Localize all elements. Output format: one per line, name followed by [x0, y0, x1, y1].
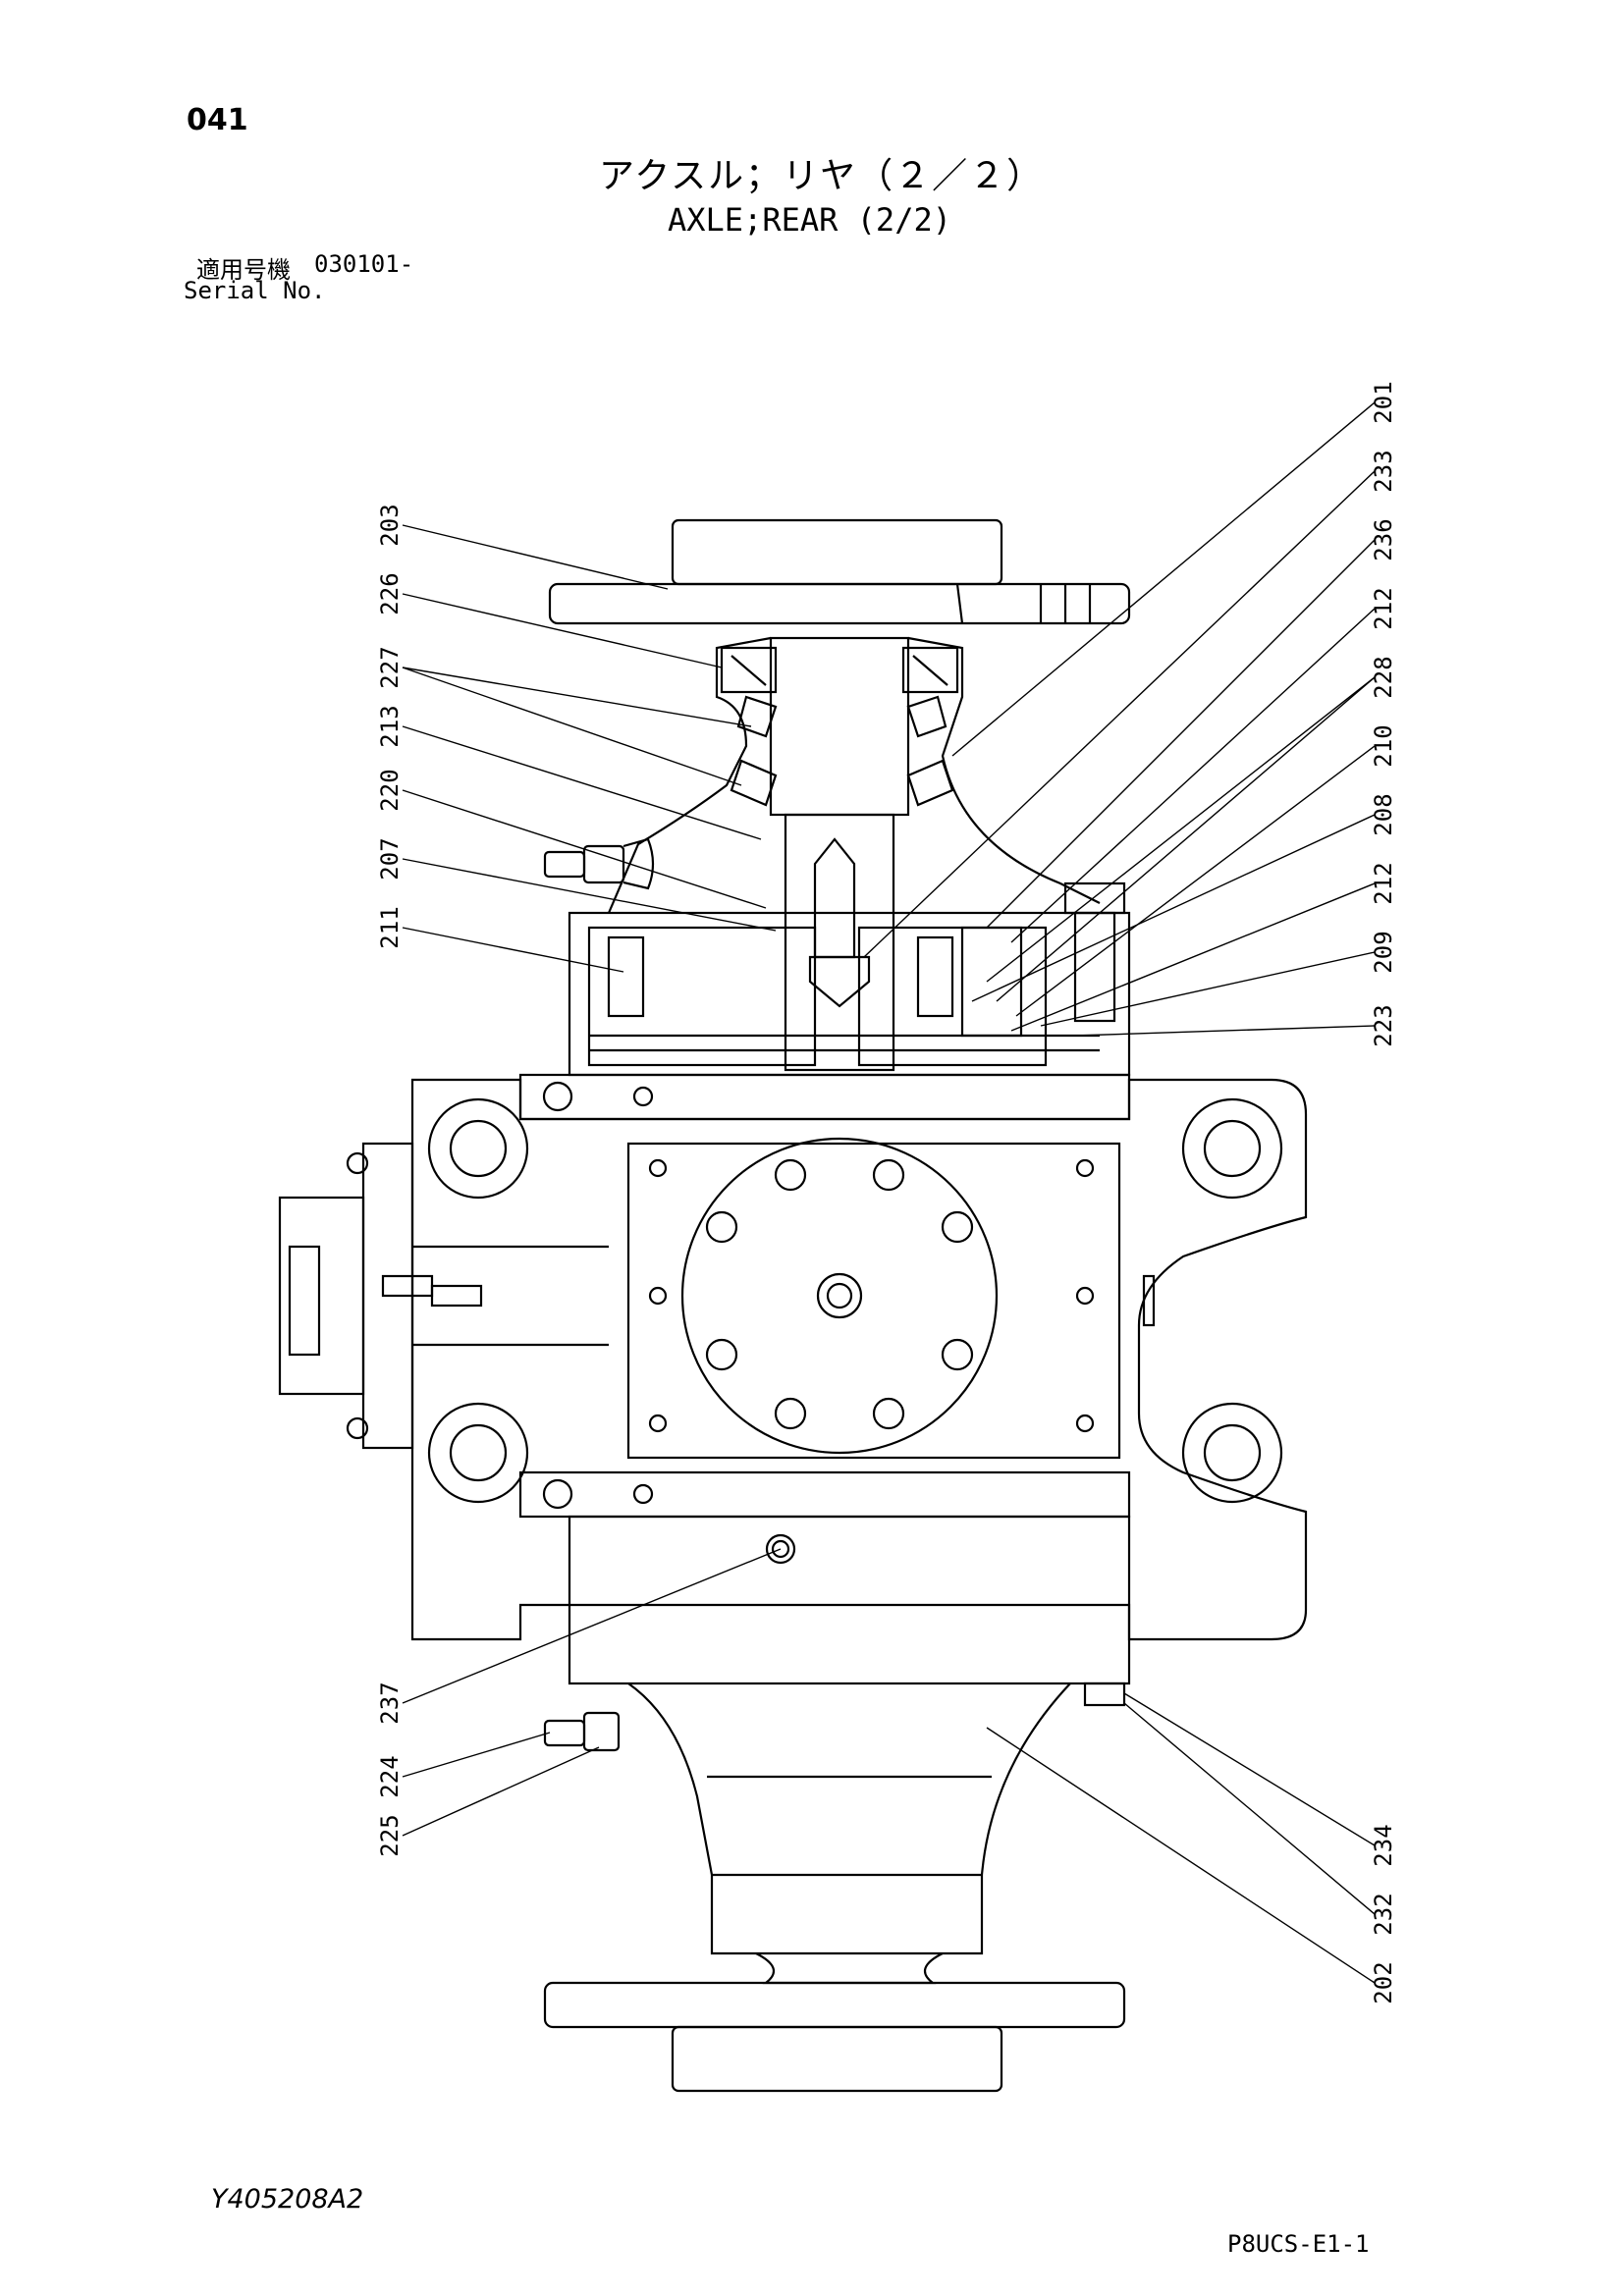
part-callout-237: 237: [376, 1682, 404, 1724]
part-callout-224: 224: [376, 1755, 404, 1797]
part-callout-223: 223: [1370, 1004, 1397, 1046]
part-callout-234: 234: [1370, 1824, 1397, 1866]
page-code: P8UCS-E1-1: [1227, 2230, 1370, 2258]
part-callout-212: 212: [1370, 862, 1397, 904]
serial-label-english: Serial No.: [184, 277, 326, 304]
part-callout-211: 211: [376, 906, 404, 948]
part-callout-209: 209: [1370, 931, 1397, 973]
drawing-code: Y405208A2: [211, 2184, 364, 2215]
page-title-english: AXLE;REAR (2/2): [668, 201, 951, 239]
serial-label-japanese: 適用号機: [196, 256, 291, 284]
part-callout-212: 212: [1370, 587, 1397, 629]
serial-number-value: 030101-: [314, 250, 414, 278]
part-callout-207: 207: [376, 837, 404, 880]
part-callout-213: 213: [376, 705, 404, 747]
part-callout-232: 232: [1370, 1893, 1397, 1935]
part-callout-202: 202: [1370, 1961, 1397, 2003]
part-callout-225: 225: [376, 1814, 404, 1856]
part-callout-227: 227: [376, 646, 404, 688]
part-callout-226: 226: [376, 572, 404, 614]
part-callout-228: 228: [1370, 656, 1397, 698]
part-callout-233: 233: [1370, 450, 1397, 492]
part-callout-236: 236: [1370, 518, 1397, 561]
part-callout-203: 203: [376, 504, 404, 546]
page-title-japanese: アクスル；リヤ（２／２）: [599, 156, 1045, 196]
part-callout-201: 201: [1370, 381, 1397, 423]
part-callout-208: 208: [1370, 793, 1397, 835]
page-number: 041: [187, 103, 248, 137]
part-callout-220: 220: [376, 769, 404, 811]
part-callout-210: 210: [1370, 724, 1397, 767]
